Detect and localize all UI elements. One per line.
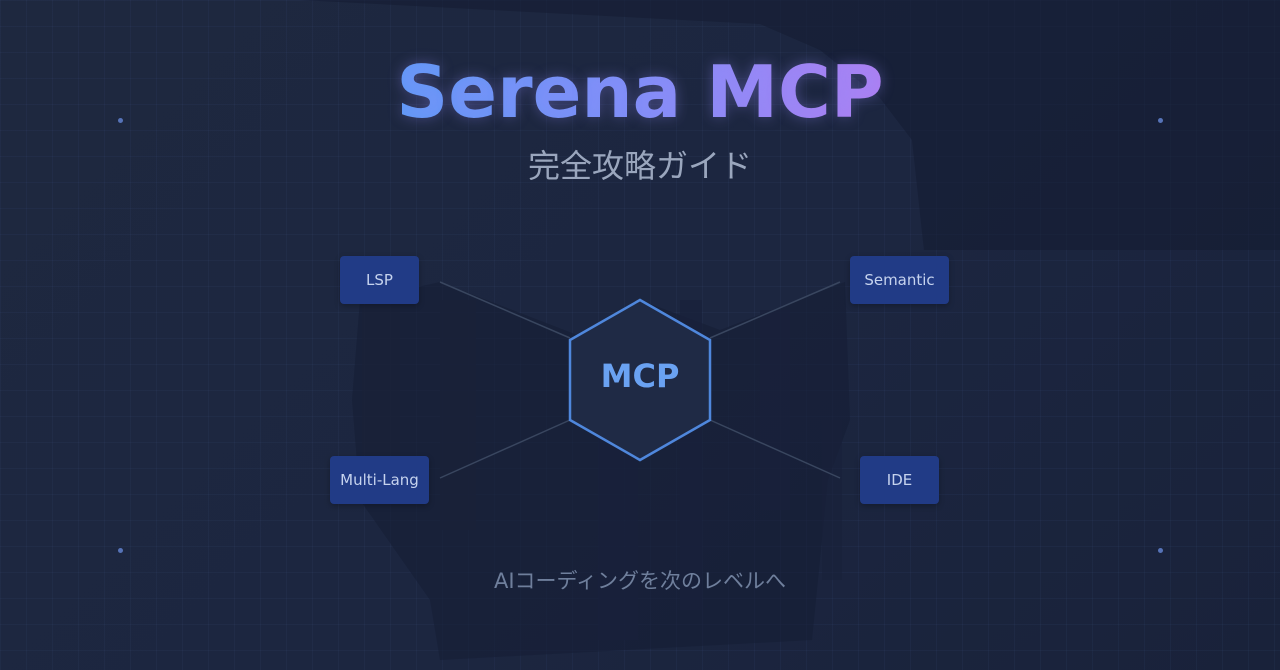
connector-line-semantic [709,281,841,339]
connector-line-multi-lang [439,419,571,479]
background-bar [362,305,400,455]
page-title: Serena MCP [0,52,1280,132]
background-bar [598,420,638,640]
mcp-hexagon [568,298,712,462]
node-ide: IDE [860,456,939,504]
node-semantic: Semantic [850,256,949,304]
corner-dot [1158,118,1163,123]
background-bar [760,310,790,510]
background-bar [822,420,842,580]
page-title-text: Serena MCP [396,50,884,134]
node-lsp: LSP [340,256,419,304]
hub-label: MCP [600,357,680,395]
page-subtitle: 完全攻略ガイド [527,147,752,185]
connector-line-ide [709,419,841,479]
corner-dot [118,118,123,123]
corner-dot [118,548,123,553]
corner-dot [1158,548,1163,553]
node-multi-lang: Multi-Lang [330,456,429,504]
background-bar [440,300,476,530]
connector-line-lsp [439,281,571,339]
background-silhouette-top [300,0,1280,250]
tagline: AIコーディングを次のレベルへ [493,569,787,593]
